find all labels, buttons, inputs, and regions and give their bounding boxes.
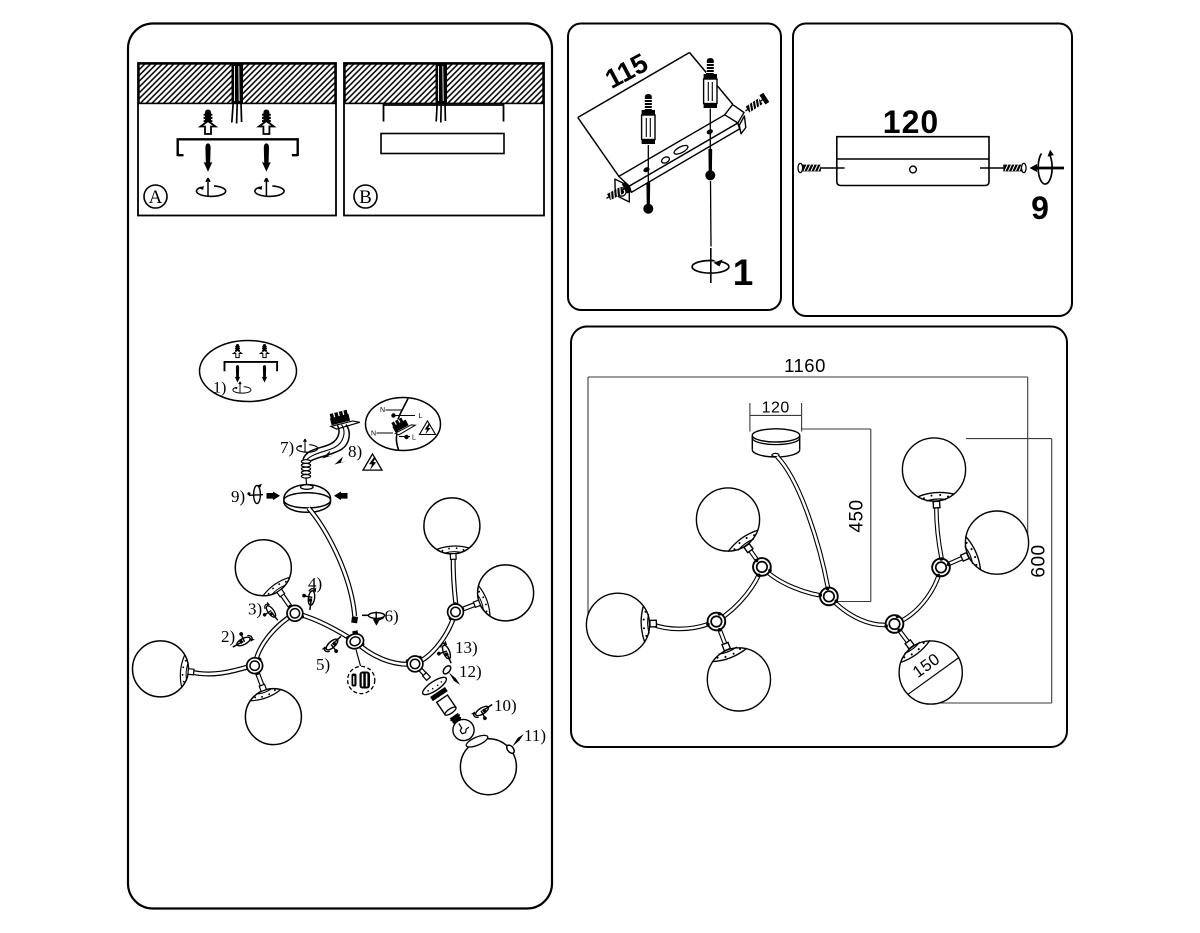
svg-text:10): 10) — [494, 696, 517, 715]
svg-text:N: N — [371, 431, 376, 438]
svg-text:1: 1 — [733, 252, 754, 293]
svg-text:450: 450 — [847, 499, 868, 532]
svg-text:6): 6) — [385, 607, 399, 626]
svg-text:3): 3) — [248, 600, 262, 619]
svg-text:9): 9) — [231, 487, 245, 506]
svg-text:11): 11) — [524, 726, 546, 745]
svg-text:9: 9 — [1031, 190, 1049, 226]
svg-text:A: A — [149, 187, 163, 208]
svg-text:7): 7) — [280, 438, 294, 457]
svg-text:B: B — [359, 187, 372, 208]
svg-text:8): 8) — [348, 442, 362, 461]
svg-text:115: 115 — [600, 48, 653, 95]
svg-text:N: N — [380, 407, 385, 414]
svg-text:2): 2) — [221, 627, 235, 646]
svg-text:L: L — [419, 413, 423, 420]
svg-text:600: 600 — [1029, 544, 1050, 577]
svg-text:120: 120 — [883, 104, 939, 140]
svg-text:1160: 1160 — [784, 355, 826, 376]
svg-text:120: 120 — [762, 400, 790, 417]
svg-text:1): 1) — [213, 380, 226, 397]
svg-text:5): 5) — [316, 655, 330, 674]
svg-text:12): 12) — [459, 662, 482, 681]
svg-text:13): 13) — [455, 638, 478, 657]
svg-text:L: L — [412, 435, 416, 442]
